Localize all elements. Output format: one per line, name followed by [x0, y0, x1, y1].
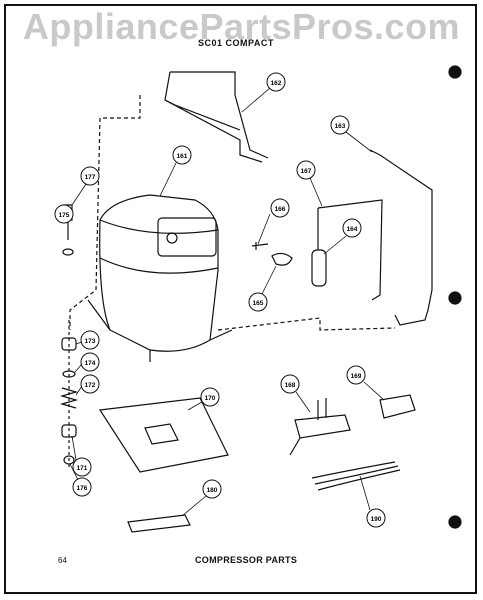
part-165-clip	[271, 252, 293, 266]
svg-text:177: 177	[85, 174, 96, 181]
compressor-band	[99, 257, 219, 274]
callout-166: 166	[270, 198, 290, 218]
footer-title: COMPRESSOR PARTS	[195, 555, 298, 565]
callout-173: 173	[80, 330, 100, 350]
svg-text:161: 161	[177, 153, 188, 160]
callout-176: 176	[72, 477, 92, 497]
compressor-terminal	[166, 232, 178, 244]
callout-labels: 162 163 161 167 177 175 166 164 165 173 …	[54, 72, 386, 528]
compressor-terminal-box	[157, 217, 217, 257]
callout-163: 163	[330, 115, 350, 135]
callout-172: 172	[80, 374, 100, 394]
callout-162: 162	[266, 72, 286, 92]
part-169-solenoid	[379, 394, 416, 419]
svg-text:180: 180	[207, 487, 218, 494]
page-border	[4, 4, 477, 594]
svg-text:162: 162	[271, 80, 282, 87]
watermark: AppliancePartsPros.com	[22, 6, 461, 47]
callout-175: 175	[54, 204, 74, 224]
part-161-compressor-body	[99, 194, 219, 352]
binder-hole-middle	[448, 291, 462, 305]
part-164-drier	[311, 249, 327, 287]
part-162-bracket	[164, 71, 269, 163]
svg-text:163: 163	[335, 123, 346, 130]
binder-hole-bottom	[448, 515, 462, 529]
part-167-tube	[317, 199, 383, 301]
svg-text:169: 169	[351, 373, 362, 380]
svg-text:190: 190	[371, 516, 382, 523]
callout-161: 161	[172, 145, 192, 165]
callout-190: 190	[366, 508, 386, 528]
callout-174: 174	[80, 352, 100, 372]
svg-text:166: 166	[275, 206, 286, 213]
callout-169: 169	[346, 365, 366, 385]
callout-180: 180	[202, 479, 222, 499]
svg-text:175: 175	[59, 212, 70, 219]
svg-text:174: 174	[85, 360, 96, 367]
svg-text:173: 173	[85, 338, 96, 345]
base-plate-cutout	[144, 423, 179, 445]
part-166-screw	[251, 242, 269, 250]
callout-170: 170	[200, 387, 220, 407]
dashed-outline-right	[217, 317, 396, 331]
callout-leaders	[69, 87, 385, 517]
part-175-washer	[62, 248, 74, 256]
dashed-outline-left	[69, 95, 141, 330]
svg-text:165: 165	[253, 300, 264, 307]
page-number: 64	[58, 556, 67, 565]
callout-167: 167	[296, 160, 316, 180]
callout-171: 171	[72, 457, 92, 477]
part-190-wire	[311, 461, 401, 491]
svg-text:170: 170	[205, 395, 216, 402]
part-170-base-plate	[98, 397, 229, 473]
svg-text:167: 167	[301, 168, 312, 175]
callout-168: 168	[280, 374, 300, 394]
callout-177: 177	[80, 166, 100, 186]
compressor-feet	[87, 299, 233, 362]
diagram-header: SC01 COMPACT	[198, 38, 274, 48]
svg-text:176: 176	[77, 485, 88, 492]
svg-text:168: 168	[285, 382, 296, 389]
callout-165: 165	[248, 292, 268, 312]
callout-164: 164	[342, 218, 362, 238]
svg-text:164: 164	[347, 226, 358, 233]
compressor-top-dome	[99, 219, 219, 234]
part-168-valve	[289, 398, 351, 456]
svg-text:171: 171	[77, 465, 88, 472]
binder-hole-top	[448, 65, 462, 79]
part-163-tube	[369, 149, 433, 326]
part-180-strap	[127, 514, 191, 533]
svg-text:172: 172	[85, 382, 96, 389]
